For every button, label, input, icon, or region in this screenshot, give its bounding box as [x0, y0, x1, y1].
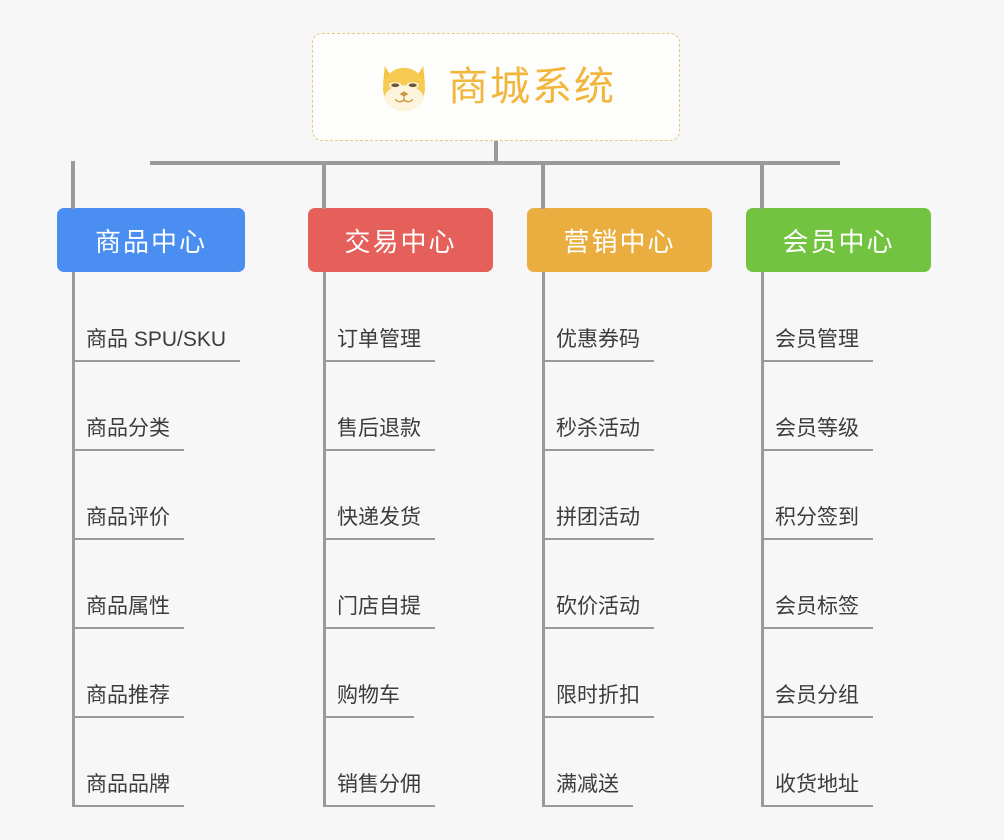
- leaf-item[interactable]: 购物车: [323, 658, 414, 718]
- leaf-item-label: 商品属性: [72, 594, 184, 629]
- leaf-item-label: 快递发货: [323, 505, 435, 540]
- leaf-item[interactable]: 满减送: [542, 747, 633, 807]
- leaf-item[interactable]: 会员分组: [761, 658, 873, 718]
- leaf-item-label: 收货地址: [761, 772, 873, 807]
- leaf-item[interactable]: 门店自提: [323, 569, 435, 629]
- leaf-item-label: 销售分佣: [323, 772, 435, 807]
- leaf-item-label: 拼团活动: [542, 505, 654, 540]
- leaf-item-label: 会员标签: [761, 594, 873, 629]
- leaf-item[interactable]: 订单管理: [323, 302, 435, 362]
- leaf-item[interactable]: 优惠券码: [542, 302, 654, 362]
- root-title: 商城系统: [448, 65, 616, 109]
- leaf-item-label: 积分签到: [761, 505, 873, 540]
- leaf-item-label: 售后退款: [323, 416, 435, 451]
- leaf-item[interactable]: 快递发货: [323, 480, 435, 540]
- leaf-item-label: 商品分类: [72, 416, 184, 451]
- shiba-dog-icon: [383, 66, 425, 112]
- category-box-trade-center[interactable]: 交易中心: [308, 208, 493, 272]
- leaf-item[interactable]: 收货地址: [761, 747, 873, 807]
- leaf-item-label: 商品推荐: [72, 683, 184, 718]
- leaf-item[interactable]: 商品推荐: [72, 658, 184, 718]
- leaf-item[interactable]: 商品评价: [72, 480, 184, 540]
- leaf-item[interactable]: 会员标签: [761, 569, 873, 629]
- leaf-item-label: 订单管理: [323, 327, 435, 362]
- leaf-item-label: 商品品牌: [72, 772, 184, 807]
- leaf-item[interactable]: 商品属性: [72, 569, 184, 629]
- leaf-item[interactable]: 商品品牌: [72, 747, 184, 807]
- leaf-item[interactable]: 商品 SPU/SKU: [72, 302, 241, 362]
- category-box-marketing-center[interactable]: 营销中心: [527, 208, 712, 272]
- connector-drop-member-center: [760, 161, 764, 209]
- leaf-item-label: 商品评价: [72, 505, 184, 540]
- leaf-item-label: 购物车: [323, 683, 414, 718]
- leaf-item[interactable]: 限时折扣: [542, 658, 654, 718]
- leaf-item-label: 限时折扣: [542, 683, 654, 718]
- connector-root-vertical: [494, 141, 498, 163]
- category-label-member-center: 会员中心: [782, 226, 895, 257]
- connector-drop-trade-center: [322, 161, 326, 209]
- root-node[interactable]: 商城系统: [312, 33, 680, 141]
- leaf-item[interactable]: 砍价活动: [542, 569, 654, 629]
- leaf-item[interactable]: 销售分佣: [323, 747, 435, 807]
- leaf-item-label: 商品 SPU/SKU: [72, 327, 241, 362]
- root-node-content: 商城系统: [376, 59, 616, 115]
- leaf-item[interactable]: 会员等级: [761, 391, 873, 451]
- category-label-trade-center: 交易中心: [344, 226, 457, 257]
- leaf-item[interactable]: 商品分类: [72, 391, 184, 451]
- leaf-item[interactable]: 会员管理: [761, 302, 873, 362]
- leaf-item-label: 会员分组: [761, 683, 873, 718]
- leaf-item[interactable]: 拼团活动: [542, 480, 654, 540]
- leaf-item-label: 会员等级: [761, 416, 873, 451]
- leaf-item[interactable]: 售后退款: [323, 391, 435, 451]
- leaf-item-label: 秒杀活动: [542, 416, 654, 451]
- leaf-item-label: 砍价活动: [542, 594, 654, 629]
- leaf-item-label: 优惠券码: [542, 327, 654, 362]
- category-box-member-center[interactable]: 会员中心: [746, 208, 931, 272]
- category-box-product-center[interactable]: 商品中心: [57, 208, 245, 272]
- connector-horizontal-bar: [150, 161, 840, 165]
- connector-drop-marketing-center: [541, 161, 545, 209]
- leaf-item[interactable]: 秒杀活动: [542, 391, 654, 451]
- leaf-item-label: 门店自提: [323, 594, 435, 629]
- leaf-item[interactable]: 积分签到: [761, 480, 873, 540]
- category-label-marketing-center: 营销中心: [563, 226, 676, 257]
- category-label-product-center: 商品中心: [94, 226, 207, 257]
- leaf-item-label: 会员管理: [761, 327, 873, 362]
- leaf-item-label: 满减送: [542, 772, 633, 807]
- connector-drop-product-center: [71, 161, 75, 209]
